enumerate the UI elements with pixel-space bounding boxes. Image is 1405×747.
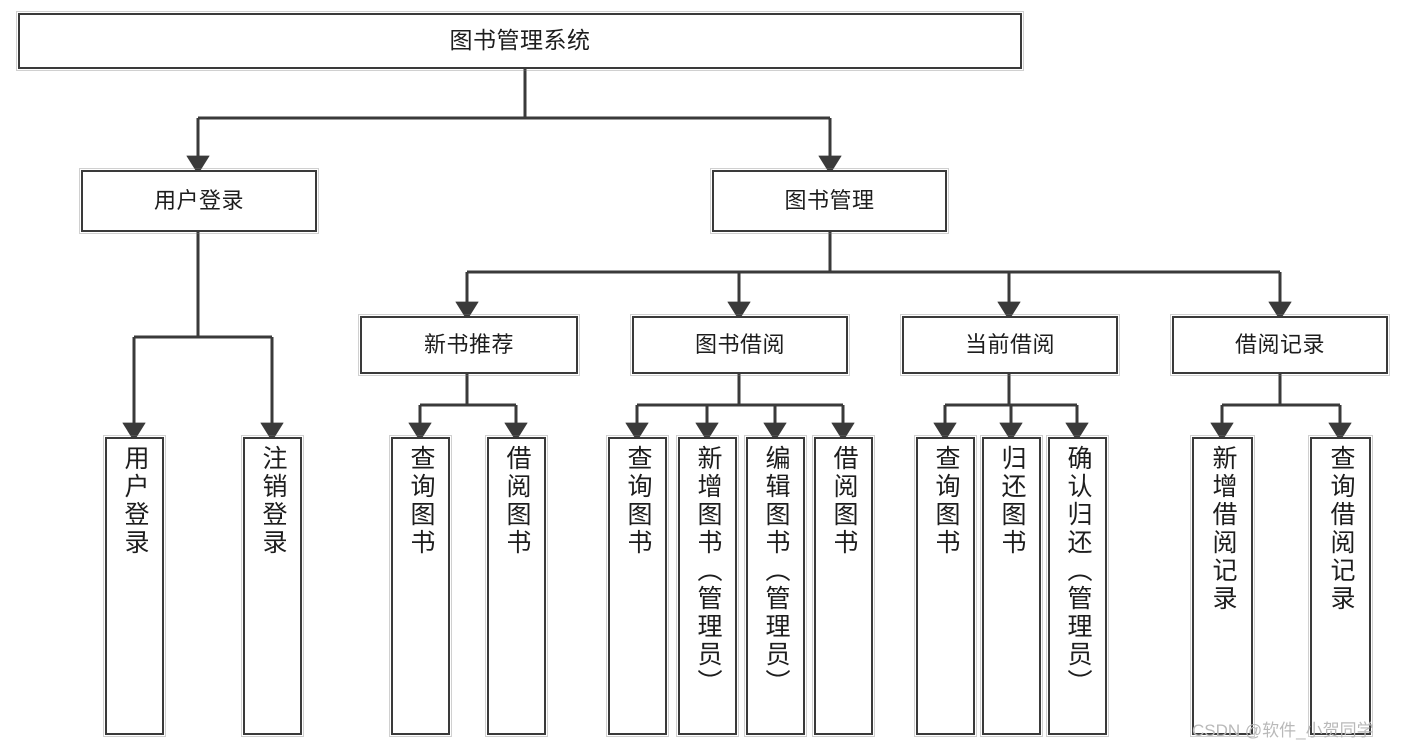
node-leaf-query-book-borrow-label: 查询图书	[624, 445, 652, 557]
node-leaf-query-book-current[interactable]: 查询图书	[914, 435, 977, 737]
node-leaf-logout-label: 注销登录	[259, 445, 287, 557]
node-leaf-add-book-admin-label: 新增图书（管理员）	[694, 445, 722, 697]
node-leaf-edit-book-admin-label: 编辑图书（管理员）	[762, 445, 790, 697]
node-leaf-borrow-book-label: 借阅图书	[830, 445, 858, 557]
node-leaf-borrow-book-recommend[interactable]: 借阅图书	[485, 435, 548, 737]
node-leaf-query-book-current-label: 查询图书	[932, 445, 960, 557]
node-leaf-add-borrow-record[interactable]: 新增借阅记录	[1190, 435, 1255, 737]
node-level2-new-book-recommend[interactable]: 新书推荐	[358, 314, 580, 376]
node-root[interactable]: 图书管理系统	[16, 11, 1024, 71]
node-leaf-confirm-return-admin-label: 确认归还（管理员）	[1064, 445, 1092, 697]
node-leaf-borrow-book-recommend-label: 借阅图书	[503, 445, 531, 557]
node-level1-book-management[interactable]: 图书管理	[710, 168, 949, 234]
node-leaf-query-book-recommend-label: 查询图书	[407, 445, 435, 557]
node-leaf-borrow-book[interactable]: 借阅图书	[812, 435, 875, 737]
node-root-label: 图书管理系统	[449, 27, 591, 54]
node-level1-user-login-label: 用户登录	[153, 188, 244, 214]
node-level2-borrow-records[interactable]: 借阅记录	[1170, 314, 1390, 376]
node-level2-book-borrow[interactable]: 图书借阅	[630, 314, 850, 376]
node-leaf-return-book-label: 归还图书	[998, 445, 1026, 557]
node-leaf-user-login-label: 用户登录	[121, 445, 149, 557]
node-level2-borrow-records-label: 借阅记录	[1234, 332, 1325, 358]
node-level2-book-borrow-label: 图书借阅	[694, 332, 785, 358]
node-leaf-query-borrow-record-label: 查询借阅记录	[1327, 445, 1355, 613]
node-level2-new-book-recommend-label: 新书推荐	[423, 332, 514, 358]
csdn-watermark: CSDN @软件_小贺同学	[1192, 721, 1374, 740]
node-level1-book-management-label: 图书管理	[784, 188, 875, 214]
node-leaf-logout[interactable]: 注销登录	[241, 435, 304, 737]
node-leaf-query-borrow-record[interactable]: 查询借阅记录	[1308, 435, 1373, 737]
node-leaf-confirm-return-admin[interactable]: 确认归还（管理员）	[1046, 435, 1109, 737]
node-leaf-user-login[interactable]: 用户登录	[103, 435, 166, 737]
node-leaf-add-borrow-record-label: 新增借阅记录	[1209, 445, 1237, 613]
node-leaf-return-book[interactable]: 归还图书	[980, 435, 1043, 737]
node-leaf-query-book-recommend[interactable]: 查询图书	[389, 435, 452, 737]
node-leaf-add-book-admin[interactable]: 新增图书（管理员）	[676, 435, 739, 737]
node-level1-user-login[interactable]: 用户登录	[79, 168, 319, 234]
node-leaf-query-book-borrow[interactable]: 查询图书	[606, 435, 669, 737]
node-level2-current-borrow-label: 当前借阅	[964, 332, 1055, 358]
node-leaf-edit-book-admin[interactable]: 编辑图书（管理员）	[744, 435, 807, 737]
node-level2-current-borrow[interactable]: 当前借阅	[900, 314, 1120, 376]
